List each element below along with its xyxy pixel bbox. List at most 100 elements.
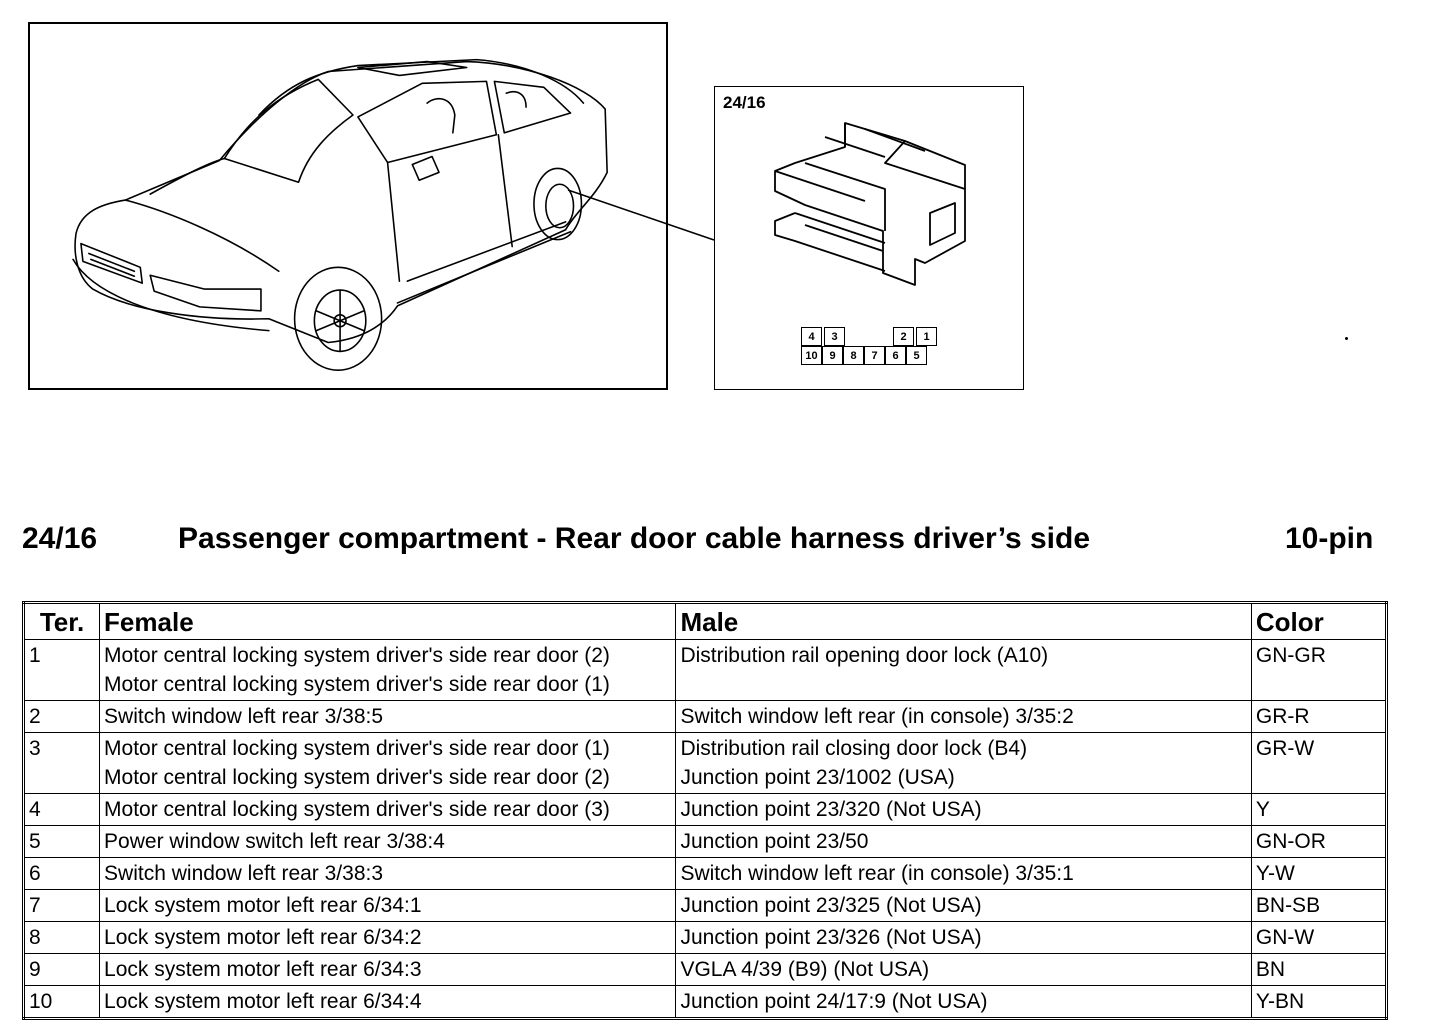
pin-cell: 8 bbox=[843, 346, 864, 365]
cell-female: Motor central locking system driver's si… bbox=[99, 732, 677, 794]
cell-female-line: Switch window left rear 3/38:5 bbox=[104, 705, 384, 728]
connector-detail-frame: 24/16 4 3 2 1 10 9 8 7 6 5 bbox=[714, 86, 1024, 390]
heading-code: 24/16 bbox=[22, 522, 98, 555]
cell-female: Switch window left rear 3/38:5 bbox=[99, 700, 677, 733]
pin-cell: 6 bbox=[885, 346, 906, 365]
cell-female-line: Lock system motor left rear 6/34:4 bbox=[104, 990, 422, 1013]
cell-ter: 3 bbox=[22, 732, 101, 794]
pin-cell: 4 bbox=[801, 327, 822, 346]
cell-male: Junction point 23/320 (Not USA) bbox=[675, 793, 1252, 826]
cell-male-line: Junction point 23/1002 (USA) bbox=[680, 766, 955, 789]
cell-female: Power window switch left rear 3/38:4 bbox=[99, 825, 677, 858]
cell-ter: 8 bbox=[22, 921, 101, 954]
cell-color: BN-SB bbox=[1250, 889, 1388, 922]
cell-male: VGLA 4/39 (B9) (Not USA) bbox=[675, 953, 1252, 986]
cell-ter: 7 bbox=[22, 889, 101, 922]
cell-male: Distribution rail closing door lock (B4)… bbox=[675, 732, 1252, 794]
cell-male-line: Junction point 23/50 bbox=[680, 830, 869, 853]
cell-male: Distribution rail opening door lock (A10… bbox=[675, 639, 1252, 701]
cell-male-line: Junction point 24/17:9 (Not USA) bbox=[680, 990, 988, 1013]
pin-row-bottom: 10 9 8 7 6 5 bbox=[801, 346, 939, 365]
header-color: Color bbox=[1250, 602, 1388, 640]
pin-cell: 9 bbox=[822, 346, 843, 365]
cell-ter: 4 bbox=[22, 793, 101, 826]
cell-ter: 1 bbox=[22, 639, 101, 701]
cell-male-line: Junction point 23/325 (Not USA) bbox=[680, 894, 982, 917]
cell-female-line: Switch window left rear 3/38:3 bbox=[104, 862, 384, 885]
header-male: Male bbox=[675, 602, 1252, 640]
stray-dot bbox=[1345, 337, 1348, 340]
cell-ter: 5 bbox=[22, 825, 101, 858]
cell-male: Junction point 23/50 bbox=[675, 825, 1252, 858]
pin-cell: 5 bbox=[906, 346, 927, 365]
cell-female-line: Motor central locking system driver's si… bbox=[104, 673, 610, 696]
car-illustration-frame bbox=[28, 22, 668, 390]
cell-female-line: Power window switch left rear 3/38:4 bbox=[104, 830, 445, 853]
connector-code-label: 24/16 bbox=[723, 93, 766, 112]
cell-female-line: Motor central locking system driver's si… bbox=[104, 644, 610, 667]
cell-female: Motor central locking system driver's si… bbox=[99, 793, 677, 826]
pin-layout-grid: 4 3 2 1 10 9 8 7 6 5 bbox=[801, 327, 939, 365]
cell-ter: 9 bbox=[22, 953, 101, 986]
cell-female: Motor central locking system driver's si… bbox=[99, 639, 677, 701]
pin-row-top: 4 3 2 1 bbox=[801, 327, 939, 346]
cell-female: Lock system motor left rear 6/34:4 bbox=[99, 985, 677, 1019]
cell-color: BN bbox=[1250, 953, 1388, 986]
cell-male: Switch window left rear (in console) 3/3… bbox=[675, 700, 1252, 733]
pin-cell-empty bbox=[847, 327, 868, 346]
connector-drawing bbox=[774, 122, 966, 286]
cell-female-line: Motor central locking system driver's si… bbox=[104, 798, 610, 821]
cell-color: Y-BN bbox=[1250, 985, 1388, 1019]
table-header-row: Ter. Female Male Color bbox=[22, 602, 1388, 640]
cell-male-line: Distribution rail closing door lock (B4) bbox=[680, 737, 1028, 760]
cell-female-line: Motor central locking system driver's si… bbox=[104, 766, 610, 789]
cell-male-line: Junction point 23/320 (Not USA) bbox=[680, 798, 982, 821]
cell-female: Switch window left rear 3/38:3 bbox=[99, 857, 677, 890]
cell-color: GR-W bbox=[1250, 732, 1388, 794]
cell-male-line: Junction point 23/326 (Not USA) bbox=[680, 926, 982, 949]
heading-pin-count: 10-pin bbox=[1285, 522, 1374, 555]
cell-female: Lock system motor left rear 6/34:3 bbox=[99, 953, 677, 986]
cell-male: Junction point 23/325 (Not USA) bbox=[675, 889, 1252, 922]
cell-color: GR-R bbox=[1250, 700, 1388, 733]
header-female: Female bbox=[99, 602, 677, 640]
pin-cell-empty bbox=[870, 327, 891, 346]
cell-female-line: Lock system motor left rear 6/34:1 bbox=[104, 894, 422, 917]
cell-ter: 10 bbox=[22, 985, 101, 1019]
cell-ter: 6 bbox=[22, 857, 101, 890]
cell-male-line: Switch window left rear (in console) 3/3… bbox=[680, 705, 1074, 728]
cell-male: Junction point 23/326 (Not USA) bbox=[675, 921, 1252, 954]
cell-female-line: Lock system motor left rear 6/34:3 bbox=[104, 958, 422, 981]
cell-male-line: Distribution rail opening door lock (A10… bbox=[680, 644, 1049, 667]
cell-female-line: Motor central locking system driver's si… bbox=[104, 737, 610, 760]
pin-cell: 3 bbox=[824, 327, 845, 346]
cell-male: Switch window left rear (in console) 3/3… bbox=[675, 857, 1252, 890]
cell-color: GN-W bbox=[1250, 921, 1388, 954]
cell-color: Y-W bbox=[1250, 857, 1388, 890]
pin-cell: 7 bbox=[864, 346, 885, 365]
cell-female: Lock system motor left rear 6/34:1 bbox=[99, 889, 677, 922]
cell-male-line: VGLA 4/39 (B9) (Not USA) bbox=[680, 958, 930, 981]
cell-female: Lock system motor left rear 6/34:2 bbox=[99, 921, 677, 954]
cell-ter: 2 bbox=[22, 700, 101, 733]
cell-male: Junction point 24/17:9 (Not USA) bbox=[675, 985, 1252, 1019]
header-ter: Ter. bbox=[22, 602, 101, 640]
cell-color: GN-OR bbox=[1250, 825, 1388, 858]
heading-title: Passenger compartment - Rear door cable … bbox=[178, 522, 1091, 555]
cell-color: GN-GR bbox=[1250, 639, 1388, 701]
cell-male-line: Switch window left rear (in console) 3/3… bbox=[680, 862, 1074, 885]
section-heading: 24/16 Passenger compartment - Rear door … bbox=[22, 522, 1392, 558]
pin-cell: 10 bbox=[801, 346, 822, 365]
cell-female-line: Lock system motor left rear 6/34:2 bbox=[104, 926, 422, 949]
